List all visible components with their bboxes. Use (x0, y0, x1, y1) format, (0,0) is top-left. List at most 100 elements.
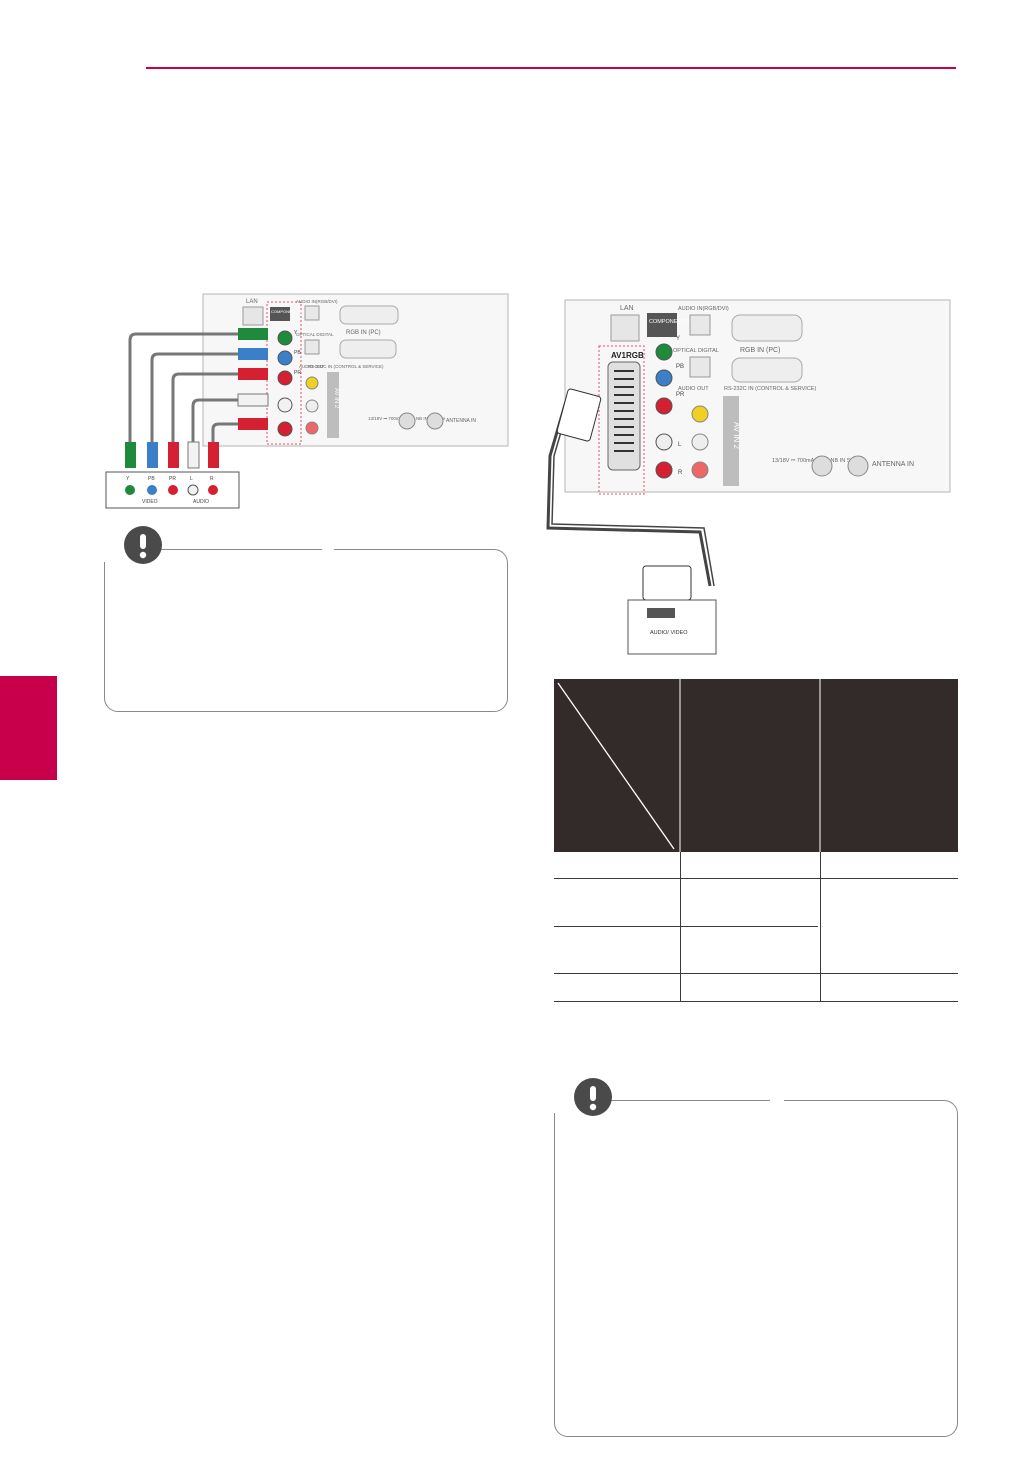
av-in2-tag (327, 372, 339, 438)
plug-y-dev (125, 442, 136, 468)
dev-audio-label: AUDIO (193, 499, 209, 505)
av-in2-label: AV IN 2 (333, 388, 339, 409)
scart-cable-inner (551, 400, 715, 587)
rs232-port (731, 357, 803, 383)
note-header-line (590, 1100, 770, 1101)
optical-label: OPTICAL DIGITAL (296, 332, 334, 337)
dev-jack-pr (168, 485, 178, 495)
scart-plug-device (642, 565, 692, 601)
audio-video-label: AUDIO/ VIDEO (650, 630, 688, 636)
antenna-label: ANTENNA IN (872, 461, 914, 468)
plug-l-tv (237, 393, 269, 407)
av2-audio-r-jack (691, 461, 709, 479)
plug-r-tv (238, 418, 268, 430)
section-tab (0, 676, 57, 780)
table-header-diagonal (557, 679, 821, 852)
dev-jack-y (125, 485, 135, 495)
exclamation-icon (574, 1078, 612, 1116)
component-in-tag (647, 313, 677, 337)
dev-video-label: VIDEO (142, 499, 158, 505)
scart-plug-tv (556, 388, 602, 442)
av2-audio-r-jack (305, 421, 319, 435)
table-row-divider (554, 926, 818, 927)
lan-label: LAN (620, 305, 634, 312)
av2-video-jack (691, 405, 709, 423)
jack-pr-label: PR (676, 392, 685, 398)
optical-label: OPTICAL DIGITAL (673, 348, 719, 354)
dev-l-label: L (190, 476, 193, 482)
av2-video-jack (305, 376, 319, 390)
dev-jack-r (208, 485, 218, 495)
jack-l (277, 397, 293, 413)
plug-pr-dev (168, 442, 179, 468)
jack-pr (655, 397, 673, 415)
component-connection-diagram: LAN AUDIO IN(RGB/DVI) RGB IN (PC) RS-232… (105, 293, 509, 509)
jack-l (655, 433, 673, 451)
lan-port (242, 306, 264, 326)
note-box (104, 549, 508, 712)
plug-l-dev (187, 441, 200, 469)
table-col-divider (820, 852, 821, 1001)
lan-label: LAN (246, 299, 258, 305)
dev-jack-pb (147, 485, 157, 495)
av1-rgb-label: AV1RGB (611, 351, 644, 360)
audio-in-rgb-label: AUDIO IN(RGB/DVI) (296, 299, 338, 304)
rgb-in-port (339, 305, 399, 325)
antenna-jack (426, 412, 444, 430)
rgb-in-label: RGB IN (PC) (346, 330, 381, 336)
note-header-line (140, 549, 322, 550)
plug-pb-dev (147, 442, 158, 468)
dev-y-label: Y (126, 476, 130, 482)
jack-pb (277, 350, 293, 366)
jack-r (655, 461, 673, 479)
table-col-divider (680, 852, 681, 1001)
cable-pr (171, 372, 240, 450)
cable-pb (150, 352, 240, 450)
scart-cable (546, 400, 712, 587)
plug-r-dev (208, 442, 219, 468)
dev-pb-label: PB (148, 476, 155, 482)
plug-pb-tv (238, 348, 268, 360)
cable-y (128, 332, 240, 450)
cable-r (211, 422, 240, 450)
jack-pr (277, 370, 293, 386)
table-header (554, 679, 958, 852)
rs232-label: RS-232C IN (CONTROL & SERVICE) (724, 386, 816, 392)
av2-audio-l-jack (305, 399, 319, 413)
cable-l (191, 398, 240, 450)
jack-y (655, 343, 673, 361)
audio-in-rgb-port (304, 305, 320, 321)
dev-jack-l (187, 484, 199, 496)
optical-port (304, 339, 320, 355)
exclamation-icon (124, 526, 162, 564)
jack-pb-label: PB (676, 364, 684, 370)
plug-y-tv (238, 328, 268, 340)
table-row-divider (554, 973, 958, 974)
jack-pb (655, 369, 673, 387)
audio-out-label: AUDIO OUT (678, 386, 709, 392)
lnb-jack (398, 412, 416, 430)
audio-in-rgb-label: AUDIO IN(RGB/DVI) (678, 306, 729, 312)
lan-port (610, 314, 640, 342)
plug-pr-tv (238, 368, 268, 380)
audio-out-label: AUDIO OUT (299, 364, 324, 369)
rs232-label: RS-232C IN (CONTROL & SERVICE) (308, 364, 384, 369)
audio-in-rgb-port (689, 314, 711, 336)
jack-r-label: R (678, 470, 683, 476)
av2-audio-l-jack (691, 433, 709, 451)
note-box (554, 1100, 958, 1437)
dev-pr-label: PR (169, 476, 176, 482)
jack-l-label: L (678, 442, 682, 448)
scart-connection-diagram: LAN AUDIO IN(RGB/DVI) COMPONENT IN RGB I… (546, 299, 951, 655)
jack-pr-label: PR (294, 370, 301, 376)
dev-r-label: R (210, 476, 214, 482)
component-in-tag (270, 307, 290, 321)
lnb-jack (811, 455, 833, 477)
av-in2-label: AV IN 2 (732, 422, 741, 450)
rgb-in-port (731, 314, 803, 342)
jack-y-label: Y (294, 330, 298, 336)
av-in2-tag (723, 396, 739, 486)
av1-highlight (598, 345, 645, 495)
component-in-label: COMPONENT IN (649, 319, 692, 325)
jack-y (277, 330, 293, 346)
